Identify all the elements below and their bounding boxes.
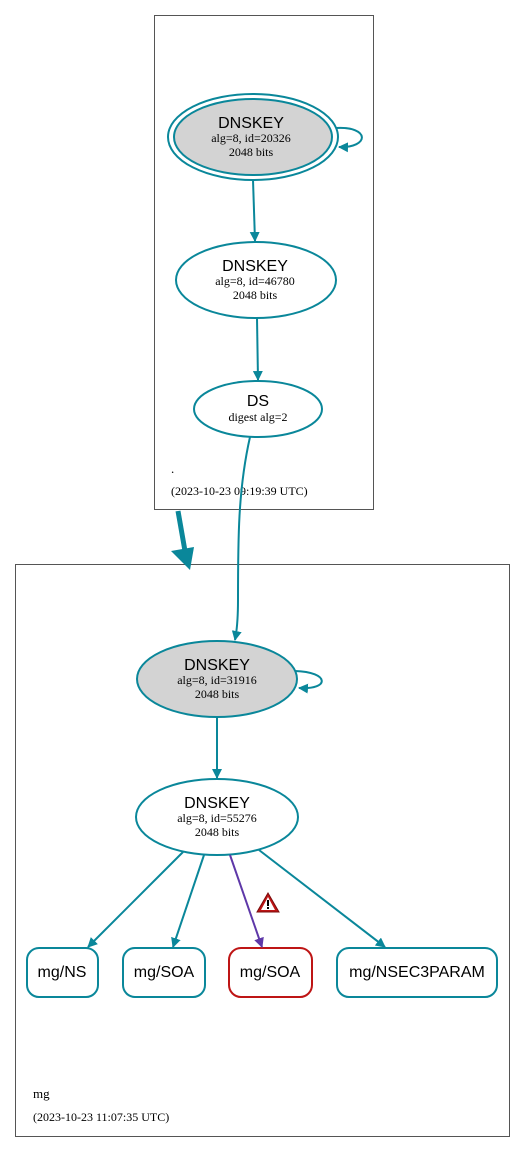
- zone-mg-box: [15, 564, 510, 1137]
- node-mg-zsk-title: DNSKEY: [184, 795, 250, 812]
- edge-root-zsk-to-ds: [252, 317, 263, 381]
- edge-mg-zsk-to-ns: [87, 851, 184, 948]
- node-ds-line1: digest alg=2: [228, 410, 287, 424]
- node-mg-ksk[interactable]: DNSKEY alg=8, id=31916 2048 bits: [136, 640, 298, 718]
- node-mg-nsec3param-label: mg/NSEC3PARAM: [349, 964, 485, 981]
- node-root-zsk[interactable]: DNSKEY alg=8, id=46780 2048 bits: [175, 241, 337, 319]
- node-mg-nsec3param[interactable]: mg/NSEC3PARAM: [336, 947, 498, 998]
- edge-ds-to-mg-ksk: [231, 436, 251, 641]
- edge-mg-zsk-to-soa-error: [229, 854, 264, 948]
- node-mg-soa-error[interactable]: mg/SOA: [228, 947, 313, 998]
- edge-mg-zsk-to-soa: [171, 854, 205, 948]
- node-mg-soa-label: mg/SOA: [134, 964, 195, 981]
- node-mg-zsk-line2: 2048 bits: [195, 825, 240, 839]
- zone-mg-timestamp: (2023-10-23 11:07:35 UTC): [33, 1110, 169, 1124]
- node-root-ksk-title: DNSKEY: [218, 115, 284, 132]
- node-root-zsk-title: DNSKEY: [222, 258, 288, 275]
- node-mg-ksk-title: DNSKEY: [184, 657, 250, 674]
- warning-triangle-icon[interactable]: [256, 892, 280, 913]
- node-root-ksk[interactable]: DNSKEY alg=8, id=20326 2048 bits: [167, 93, 339, 181]
- delegation-edge: [175, 510, 188, 552]
- node-ds[interactable]: DS digest alg=2: [193, 380, 323, 438]
- node-ds-title: DS: [247, 393, 269, 410]
- node-mg-ksk-line2: 2048 bits: [195, 687, 240, 701]
- node-mg-soa[interactable]: mg/SOA: [122, 947, 206, 998]
- zone-root-box: [154, 15, 374, 510]
- node-mg-ns-label: mg/NS: [38, 964, 87, 981]
- node-root-zsk-line2: 2048 bits: [233, 288, 278, 302]
- node-mg-zsk[interactable]: DNSKEY alg=8, id=55276 2048 bits: [135, 778, 299, 856]
- node-root-ksk-line1: alg=8, id=20326: [211, 131, 291, 145]
- node-mg-soa-error-label: mg/SOA: [240, 964, 301, 981]
- node-root-ksk-line2: 2048 bits: [229, 145, 274, 159]
- edge-root-ksk-to-zsk: [249, 179, 260, 242]
- zone-root-timestamp: (2023-10-23 09:19:39 UTC): [171, 484, 308, 498]
- edge-root-ksk-self: [335, 126, 363, 153]
- edge-mg-ksk-self: [294, 670, 323, 694]
- node-mg-ns[interactable]: mg/NS: [26, 947, 99, 998]
- node-root-zsk-line1: alg=8, id=46780: [215, 274, 295, 288]
- zone-mg-name: mg: [33, 1086, 50, 1101]
- edge-mg-zsk-to-nsec3param: [258, 849, 386, 948]
- zone-root-name: .: [171, 461, 174, 476]
- delegation-arrowhead: [171, 547, 194, 570]
- node-mg-zsk-line1: alg=8, id=55276: [177, 811, 257, 825]
- node-mg-ksk-line1: alg=8, id=31916: [177, 673, 257, 687]
